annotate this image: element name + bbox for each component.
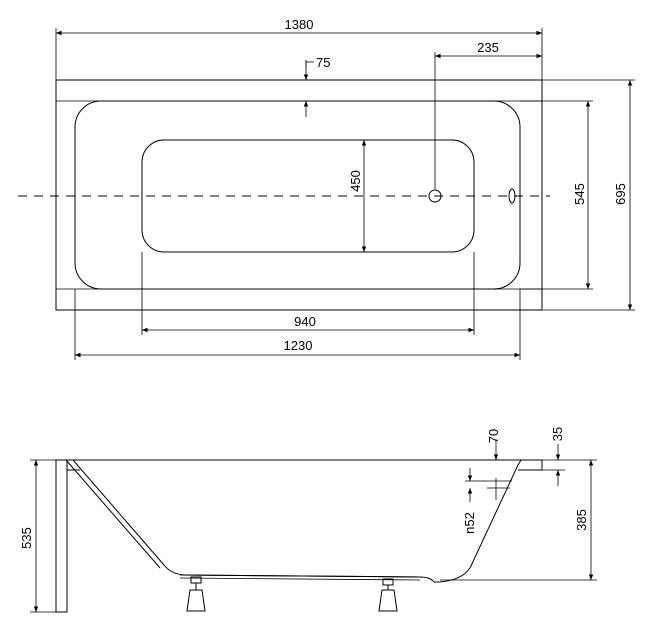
bathtub-inner-basin <box>74 100 521 290</box>
right-foot <box>378 578 398 612</box>
side-bottom-frame-lower <box>179 577 421 581</box>
left-foot <box>186 576 206 612</box>
side-shell-profile <box>72 459 522 583</box>
dim-385-label: 385 <box>574 509 589 531</box>
dim-940-label: 940 <box>294 314 316 329</box>
dim-35-label: 35 <box>550 427 565 441</box>
dim-75-leader <box>305 61 314 68</box>
dim-70-label: 70 <box>486 429 501 443</box>
side-view: 70 35 n52 535 385 <box>19 427 597 613</box>
side-bottom-frame <box>179 574 421 578</box>
side-apron-panel <box>55 459 68 613</box>
top-view: 1380 75 235 450 545 695 940 1230 <box>18 17 635 360</box>
drain-circle <box>428 189 442 203</box>
overflow-hole <box>508 188 516 204</box>
dim-235-label: 235 <box>477 40 499 55</box>
dim-695-label: 695 <box>613 183 628 205</box>
dim-545-label: 545 <box>572 183 587 205</box>
dim-450-label: 450 <box>348 170 363 192</box>
bathtub-outer-rim <box>55 79 543 311</box>
dim-1380-label: 1380 <box>285 17 314 32</box>
dim-1230-label: 1230 <box>284 338 313 353</box>
dim-75-label: 75 <box>316 55 330 70</box>
dim-535-label: 535 <box>19 527 34 549</box>
dim-n52-label: n52 <box>462 512 477 534</box>
side-shell-outer <box>65 459 161 569</box>
